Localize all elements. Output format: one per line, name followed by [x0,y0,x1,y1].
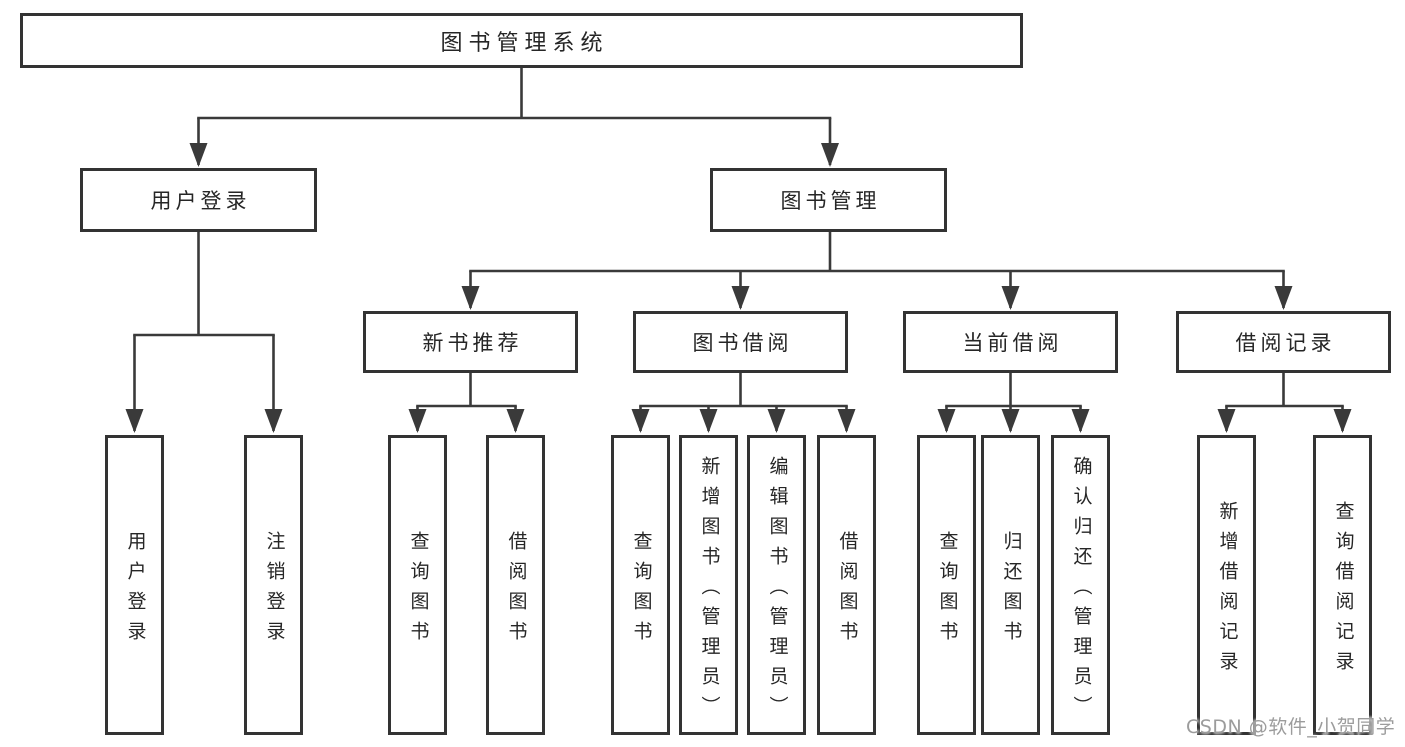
leaf-search-borrow-record: 查询借阅记录 [1313,435,1372,735]
node-root: 图书管理系统 [20,13,1023,68]
node-root-label: 图书管理系统 [440,30,609,56]
leaf-newbooks-search-book: 查询图书 [388,435,447,735]
leaf-edit-book-admin-label: 编辑图书（管理员） [766,455,789,726]
node-borrow-records: 借阅记录 [1176,311,1391,373]
leaf-confirm-return-admin-label: 确认归还（管理员） [1070,455,1093,726]
leaf-add-borrow-record-label: 新增借阅记录 [1216,500,1239,681]
leaf-current-search-book: 查询图书 [917,435,976,735]
leaf-newbooks-borrow-book: 借阅图书 [486,435,545,735]
node-new-book-recommend: 新书推荐 [363,311,578,373]
leaf-add-borrow-record: 新增借阅记录 [1197,435,1256,735]
csdn-watermark: CSDN @软件_小贺同学 [1186,716,1396,738]
node-user-login: 用户登录 [80,168,317,232]
leaf-borrow-search-book-label: 查询图书 [630,530,653,651]
leaf-current-search-book-label: 查询图书 [936,530,959,651]
node-user-login-label: 用户登录 [150,189,251,213]
leaf-borrow-book: 借阅图书 [817,435,876,735]
leaf-return-book: 归还图书 [981,435,1040,735]
leaf-add-book-admin-label: 新增图书（管理员） [698,455,721,726]
leaf-logout-label: 注销登录 [263,530,286,651]
leaf-newbooks-search-book-label: 查询图书 [407,530,430,651]
connector-user-login-to-leaves [125,232,283,433]
node-current-borrow-label: 当前借阅 [962,331,1063,355]
connector-new-books-to-leaves [408,373,525,433]
node-book-borrow-label: 图书借阅 [692,331,793,355]
leaf-user-login-label: 用户登录 [124,530,147,651]
leaf-edit-book-admin: 编辑图书（管理员） [747,435,806,735]
node-borrow-records-label: 借阅记录 [1235,331,1336,355]
node-book-management: 图书管理 [710,168,947,232]
leaf-logout: 注销登录 [244,435,303,735]
node-current-borrow: 当前借阅 [903,311,1118,373]
leaf-newbooks-borrow-book-label: 借阅图书 [505,530,528,651]
leaf-borrow-search-book: 查询图书 [611,435,670,735]
connector-current-borrow-to-leaves [937,373,1090,433]
node-new-book-recommend-label: 新书推荐 [422,331,523,355]
connector-borrow-records-to-leaves [1217,373,1352,433]
leaf-add-book-admin: 新增图书（管理员） [679,435,738,735]
leaf-return-book-label: 归还图书 [1000,530,1023,651]
leaf-borrow-book-label: 借阅图书 [836,530,859,651]
leaf-user-login: 用户登录 [105,435,164,735]
node-book-borrow: 图书借阅 [633,311,848,373]
connector-book-borrow-to-leaves [631,373,856,433]
connector-root-to-level1 [189,68,839,167]
leaf-confirm-return-admin: 确认归还（管理员） [1051,435,1110,735]
node-book-management-label: 图书管理 [780,189,881,213]
connector-book-mgmt-to-level2 [461,232,1293,310]
leaf-search-borrow-record-label: 查询借阅记录 [1332,500,1355,681]
